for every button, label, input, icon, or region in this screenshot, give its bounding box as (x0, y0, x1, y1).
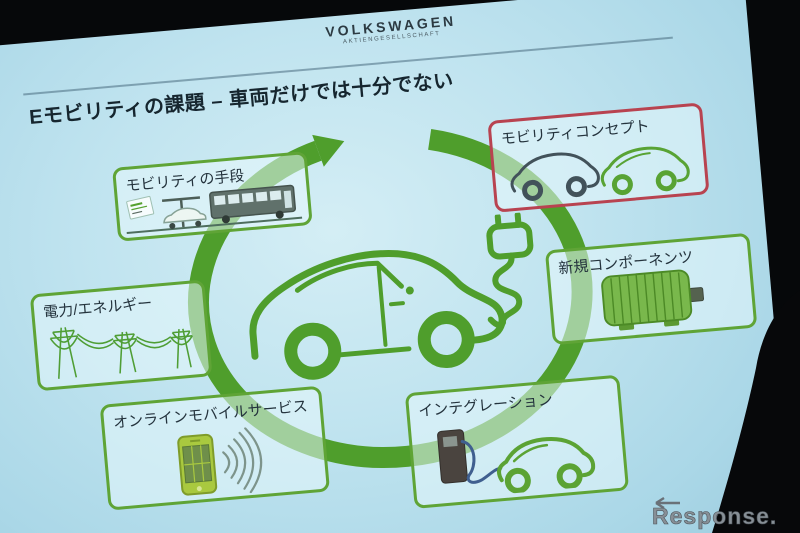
power-transmission-towers-icon (49, 327, 193, 379)
node-means-of-mobility: モビリティの手段 (112, 151, 313, 242)
node-power-energy: 電力/エネルギー (29, 279, 213, 392)
center-ev-car-illustration (249, 211, 534, 380)
smartphone-wireless-icon (177, 427, 263, 496)
two-concept-cars-icon (510, 146, 690, 201)
charging-station-car-icon (437, 429, 596, 494)
node-online-mobile-service: オンラインモバイルサービス (99, 385, 331, 511)
arrowhead-icon (312, 134, 345, 167)
node-new-components: 新規コンポーネンツ (544, 232, 758, 346)
watermark-arrow-icon (655, 496, 680, 510)
electric-motor-icon (601, 269, 705, 331)
watermark-logo: Response. (652, 496, 777, 529)
watermark-text: Response. (652, 503, 777, 529)
node-mobility-concept: モビリティコンセプト (487, 102, 710, 213)
charging-plug-icon (486, 211, 534, 329)
node-integration: インテグレーション (404, 374, 630, 509)
car-outline-icon (249, 250, 506, 380)
bus-stop-and-vehicles-icon (126, 184, 303, 234)
